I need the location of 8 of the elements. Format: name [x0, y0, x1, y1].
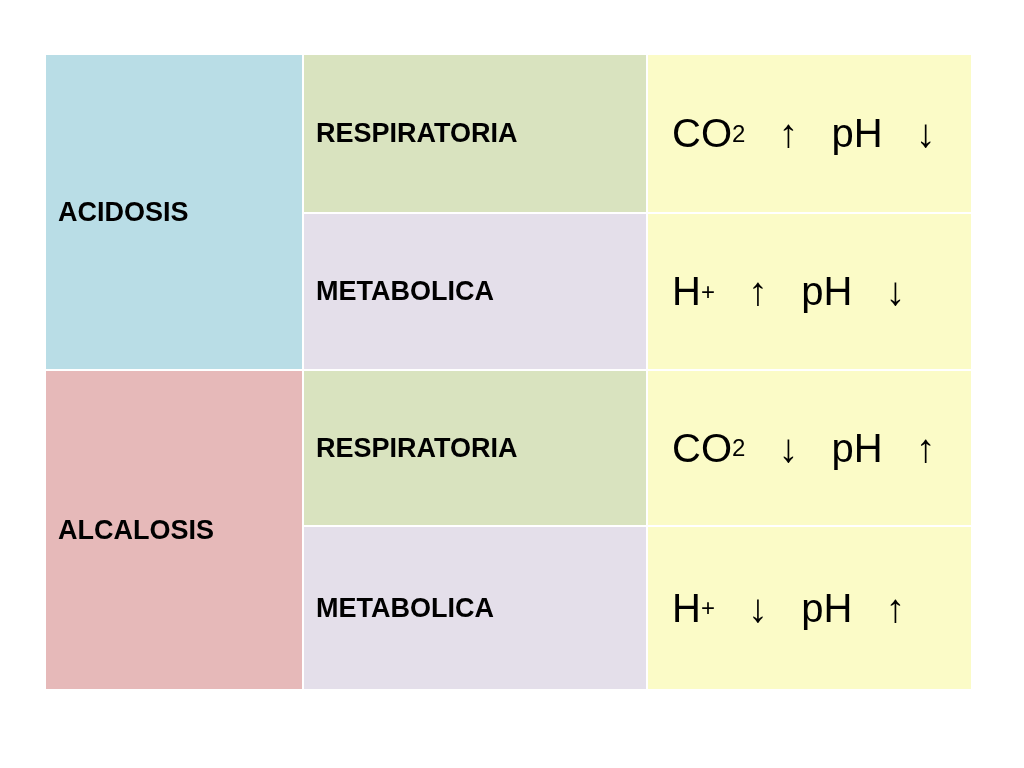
category-cell: ALCALOSIS [45, 370, 303, 690]
formula-cell: H$^{+}$ ↓ pH ↑ [647, 526, 972, 690]
type-cell: RESPIRATORIA [303, 370, 647, 526]
formula-cell: H$^{+}$ ↑ pH ↓ [647, 213, 972, 370]
type-cell: RESPIRATORIA [303, 54, 647, 213]
category-cell: ACIDOSIS [45, 54, 303, 370]
type-cell: METABOLICA [303, 213, 647, 370]
type-cell: METABOLICA [303, 526, 647, 690]
